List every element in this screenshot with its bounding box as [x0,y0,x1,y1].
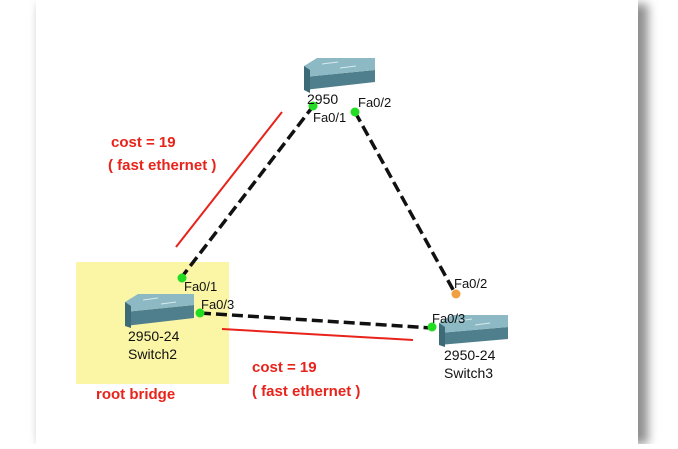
port-light-left-fa0-1 [177,273,187,283]
port-light-right-fa0-2 [451,289,461,299]
port-label-left-fa0-1: Fa0/1 [184,279,218,294]
cost-indicator-line-left [175,111,283,248]
root-bridge-label: root bridge [96,386,176,403]
port-label-top-fa0-2: Fa0/2 [358,95,392,110]
port-light-top-fa0-1 [308,101,318,111]
port-label-top-fa0-1: Fa0/1 [313,110,347,125]
switch-top-icon[interactable] [304,58,375,93]
switch-right-model: 2950-24 [444,347,496,363]
link-type-label-left: ( fast ethernet ) [108,157,217,174]
root-bridge-highlight [76,262,229,384]
port-light-top-fa0-2 [350,107,360,117]
port-light-left-fa0-3 [195,308,205,318]
port-light-right-fa0-3 [427,322,437,332]
switch-top-model: 2950 [307,91,339,107]
cost-indicator-line-bottom [221,328,414,341]
link-top-left[interactable] [179,103,316,280]
link-top-right[interactable] [353,111,458,296]
cost-label-left: cost = 19 [111,134,176,151]
switch-left-name: Switch2 [128,346,178,362]
cost-label-bottom: cost = 19 [252,359,317,376]
link-left-right[interactable] [199,311,433,330]
port-label-left-fa0-3: Fa0/3 [201,297,235,312]
switch-right-icon[interactable] [439,315,508,347]
switch-left-model: 2950-24 [128,328,180,344]
port-label-right-fa0-2: Fa0/2 [454,276,488,291]
port-label-right-fa0-3: Fa0/3 [432,311,466,326]
switch-right-name: Switch3 [444,365,494,381]
switch-left-icon[interactable] [125,294,194,328]
link-type-label-bottom: ( fast ethernet ) [252,383,361,400]
